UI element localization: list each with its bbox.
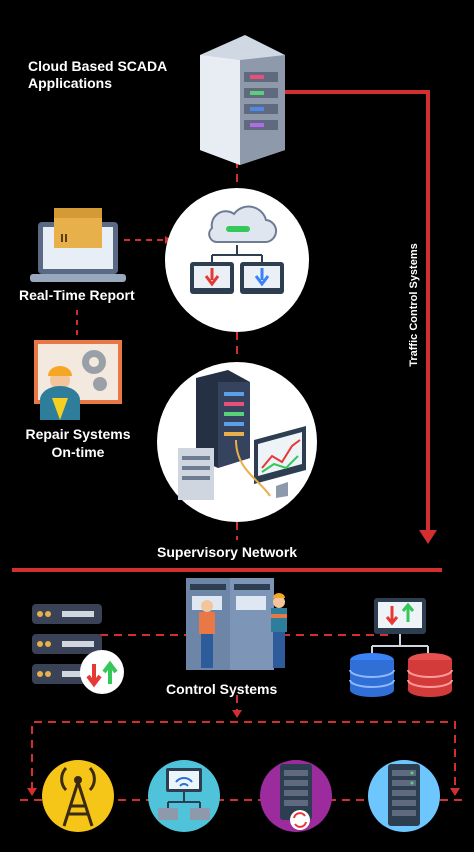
repair-line2: On-time bbox=[51, 444, 105, 460]
supervisory-network-bar bbox=[12, 568, 442, 572]
control-systems-label: Control Systems bbox=[166, 681, 278, 697]
cloud-scada-line1: Cloud Based SCADA bbox=[28, 58, 168, 74]
traffic-control-link bbox=[285, 90, 437, 544]
laptop-box-icon bbox=[30, 208, 126, 282]
repair-systems-label: Repair Systems On-time bbox=[22, 425, 134, 461]
datacenter-icon bbox=[178, 370, 306, 500]
network-monitor-icon bbox=[148, 760, 220, 832]
engineer-gear-icon bbox=[34, 340, 122, 420]
traffic-control-label: Traffic Control Systems bbox=[408, 243, 420, 367]
server-stack-icon bbox=[32, 604, 124, 694]
real-time-report-label: Real-Time Report bbox=[19, 287, 135, 303]
cloud-scada-line2: Applications bbox=[28, 75, 113, 91]
arrow-down-icon bbox=[232, 710, 242, 718]
database-monitor-icon bbox=[349, 598, 453, 697]
cell-tower-icon bbox=[42, 760, 114, 832]
cloud-scada-label: Cloud Based SCADA Applications bbox=[28, 58, 167, 92]
server-cabinet-icon bbox=[368, 760, 440, 832]
control-room-icon bbox=[186, 578, 287, 670]
supervisory-network-label: Supervisory Network bbox=[157, 544, 298, 560]
server-rack-icon bbox=[200, 35, 285, 165]
repair-line1: Repair Systems bbox=[25, 426, 131, 442]
server-sync-icon bbox=[260, 760, 332, 832]
cloud-monitors-icon bbox=[190, 205, 284, 294]
